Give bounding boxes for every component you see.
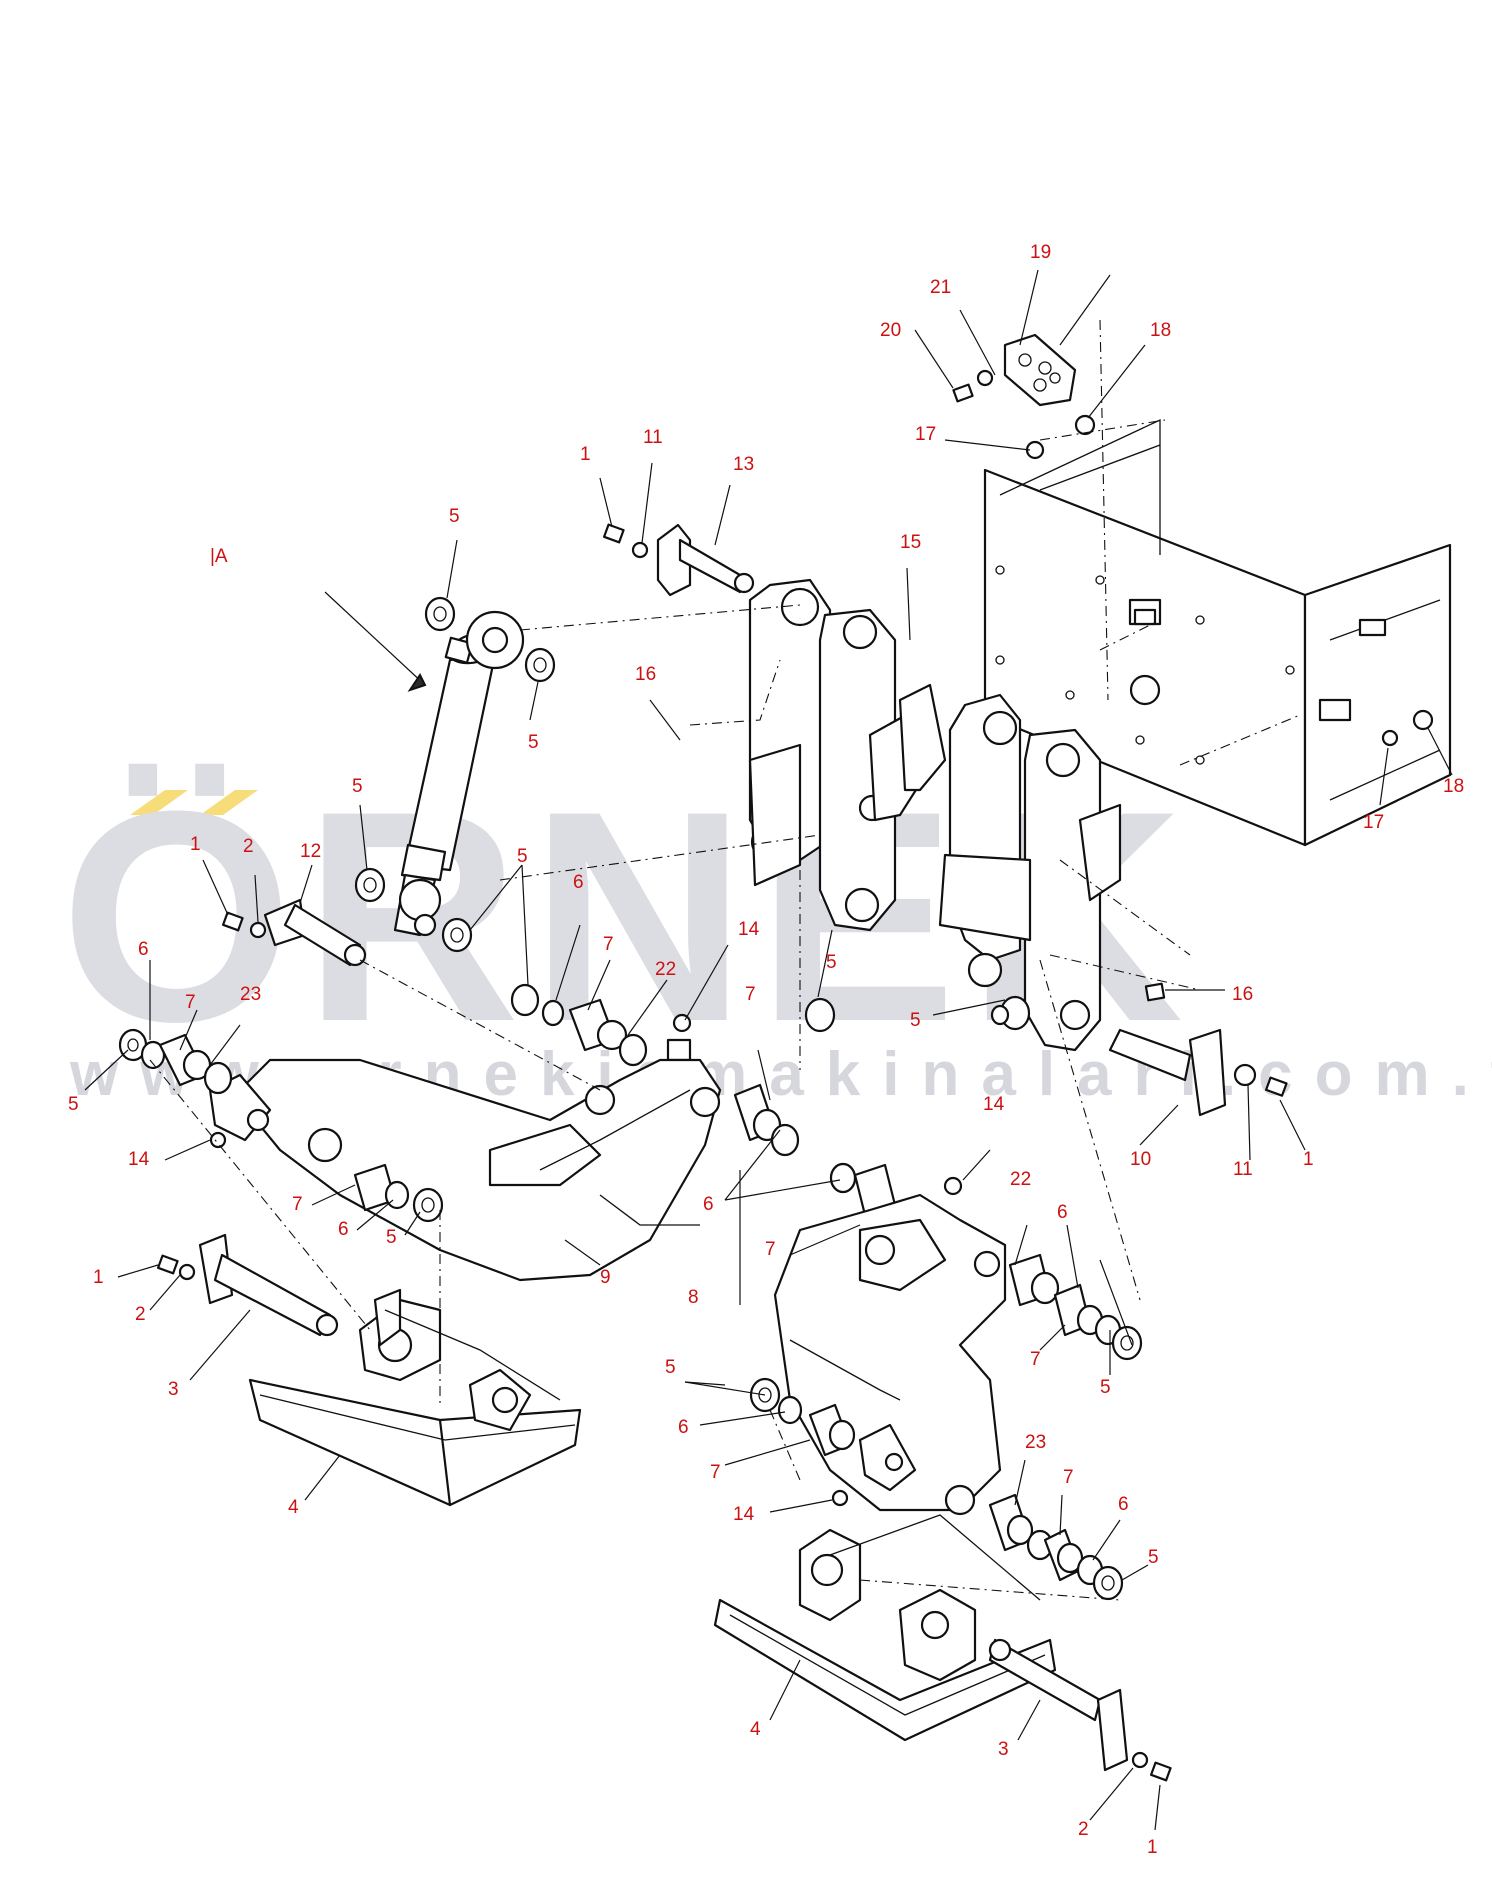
- part-label: 6: [573, 872, 584, 893]
- part-label: 22: [1010, 1169, 1031, 1190]
- part-label: 2: [135, 1304, 146, 1325]
- part-label: 17: [915, 424, 936, 445]
- part-label: 14: [738, 919, 760, 940]
- part-label: 19: [1030, 242, 1051, 263]
- part-label: 23: [1025, 1432, 1046, 1453]
- part-label: 14: [128, 1149, 150, 1170]
- pin-13: [602, 523, 755, 597]
- part-label: 1: [1147, 1837, 1158, 1858]
- part-label: 17: [1363, 812, 1384, 833]
- part-label: 14: [733, 1504, 755, 1525]
- part-label: 12: [300, 841, 321, 862]
- part-label: 8: [688, 1287, 699, 1308]
- part-label: 2: [1078, 1819, 1089, 1840]
- hydraulic-cylinder: [393, 610, 525, 937]
- part-label: 5: [449, 506, 460, 527]
- part-label: 22: [655, 959, 676, 980]
- watermark-accent-left: [130, 790, 188, 815]
- part-label: 15: [900, 532, 921, 553]
- right-bushings: [829, 1162, 1143, 1361]
- part-label: 6: [1118, 1494, 1129, 1515]
- part-label: 18: [1443, 776, 1464, 797]
- part-labels: |A 19 21 20 18 17 1 11 13 15 5 5 16 5 5 …: [68, 242, 1464, 1858]
- part-label: 6: [338, 1219, 349, 1240]
- lift-arm-frame: [748, 578, 1122, 1052]
- low-bushings: [749, 1377, 856, 1507]
- part-label: 5: [517, 846, 528, 867]
- part-label: 2: [243, 836, 254, 857]
- part-label: 1: [1303, 1149, 1314, 1170]
- pin-12: [221, 898, 367, 967]
- part-label: 5: [1148, 1547, 1159, 1568]
- pin-10: [1108, 982, 1288, 1117]
- left-bushings: [118, 1028, 444, 1223]
- swing-arm-9: [208, 1058, 722, 1282]
- part-label: 5: [1100, 1377, 1111, 1398]
- part-label: 5: [528, 732, 539, 753]
- part-label: 4: [750, 1719, 761, 1740]
- part-label: 5: [68, 1094, 79, 1115]
- part-label: 18: [1150, 320, 1171, 341]
- part-label: 5: [826, 952, 837, 973]
- part-label: 7: [710, 1462, 721, 1483]
- pin-3-left: [156, 1233, 339, 1337]
- part-label: 23: [240, 984, 261, 1005]
- part-label: 7: [1063, 1467, 1074, 1488]
- part-label: 7: [185, 992, 196, 1013]
- track-shoe-left: [248, 1288, 582, 1507]
- center-bushings: [510, 983, 692, 1067]
- swing-arm-8: [773, 1193, 1007, 1516]
- part-label: 6: [1057, 1202, 1068, 1223]
- part-label: 5: [665, 1357, 676, 1378]
- part-label: 4: [288, 1497, 299, 1518]
- part-label: 11: [643, 427, 663, 448]
- part-label: 5: [352, 776, 363, 797]
- center-lines: [149, 319, 1301, 1601]
- part-label: 7: [745, 984, 756, 1005]
- top-hardware: [952, 369, 1434, 747]
- part-label: 10: [1130, 1149, 1151, 1170]
- bracket-plate: [1003, 333, 1077, 407]
- part-label: 3: [998, 1739, 1009, 1760]
- part-label: 5: [386, 1227, 397, 1248]
- part-label: 9: [600, 1267, 611, 1288]
- part-label: 3: [168, 1379, 179, 1400]
- part-label: 7: [1030, 1349, 1041, 1370]
- part-label: 21: [930, 277, 951, 298]
- part-label: 6: [678, 1417, 689, 1438]
- part-label: 20: [880, 320, 901, 341]
- part-label: 16: [635, 664, 656, 685]
- view-marker: |A: [210, 546, 228, 567]
- part-label: 1: [93, 1267, 104, 1288]
- cylinder-washers: [354, 596, 556, 953]
- part-label: 1: [190, 834, 201, 855]
- part-label: 7: [292, 1194, 303, 1215]
- pin-3-right: [988, 1638, 1172, 1782]
- part-label: 7: [603, 934, 614, 955]
- part-label: 11: [1233, 1159, 1253, 1180]
- part-label: 14: [983, 1094, 1005, 1115]
- leader-lines: [84, 269, 1453, 1831]
- low-right-bushings: [988, 1493, 1124, 1601]
- part-label: 5: [910, 1010, 921, 1031]
- track-shoe-right: [713, 1514, 1057, 1742]
- part-label: 16: [1232, 984, 1253, 1005]
- part-label: 6: [703, 1194, 714, 1215]
- watermark-accent-right: [200, 790, 258, 815]
- mounting-plate: [983, 418, 1452, 847]
- part-label: 13: [733, 454, 754, 475]
- part-label: 7: [765, 1239, 776, 1260]
- part-label: 6: [138, 939, 149, 960]
- part-label: 1: [580, 444, 591, 465]
